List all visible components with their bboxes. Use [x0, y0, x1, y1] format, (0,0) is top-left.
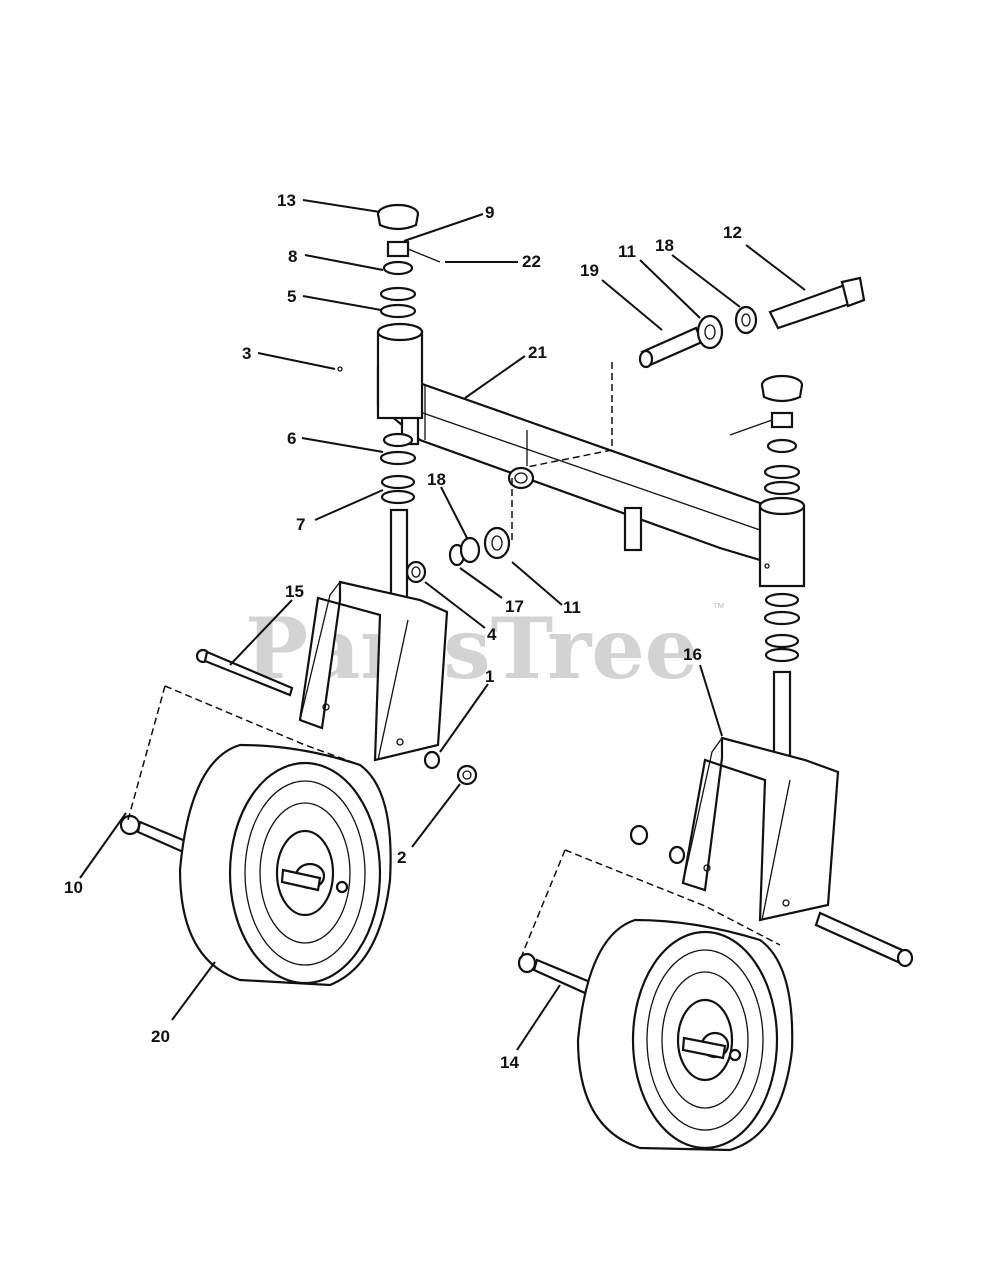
callout-8[interactable]: 8 [288, 247, 297, 266]
callout-13[interactable]: 13 [277, 191, 296, 210]
callout-2[interactable]: 2 [397, 848, 406, 867]
callout-3[interactable]: 3 [242, 344, 251, 363]
right-wheel-axle[interactable] [517, 849, 781, 995]
callout-15[interactable]: 15 [285, 582, 304, 601]
axle-beam[interactable] [376, 366, 762, 562]
right-wheel[interactable] [576, 918, 794, 1152]
left-lower-stack[interactable] [379, 432, 417, 505]
right-spindle-housing[interactable] [758, 496, 806, 588]
callout-12[interactable]: 12 [723, 223, 742, 242]
callout-22[interactable]: 22 [522, 252, 541, 271]
callout-11-left[interactable]: 11 [563, 598, 581, 617]
right-caster-fork[interactable] [681, 670, 840, 922]
left-fork-bolt[interactable] [195, 648, 294, 697]
center-hardware-left[interactable] [405, 526, 511, 584]
callout-16[interactable]: 16 [683, 645, 702, 664]
right-upper-stack[interactable] [729, 374, 804, 496]
callout-10[interactable]: 10 [64, 878, 83, 897]
right-pivot-hardware[interactable] [511, 276, 866, 540]
callout-18-left[interactable]: 18 [427, 470, 446, 489]
callout-9[interactable]: 9 [485, 203, 494, 222]
callout-19[interactable]: 19 [580, 261, 599, 280]
callout-11-right[interactable]: 11 [618, 242, 636, 261]
right-nut-washer[interactable] [629, 824, 686, 865]
callout-21[interactable]: 21 [528, 343, 547, 362]
callout-5[interactable]: 5 [287, 287, 296, 306]
right-lower-stack[interactable] [763, 592, 801, 663]
callout-17[interactable]: 17 [505, 597, 524, 616]
callout-labels: 13 9 22 8 5 3 21 6 7 18 17 11 4 15 1 2 1… [64, 191, 742, 1072]
callout-1[interactable]: 1 [485, 667, 494, 686]
callout-7[interactable]: 7 [296, 515, 305, 534]
leader-lines [79, 199, 806, 1051]
left-spindle-housing[interactable] [337, 322, 424, 420]
callout-6[interactable]: 6 [287, 429, 296, 448]
left-upper-stack[interactable] [376, 203, 441, 319]
callout-20[interactable]: 20 [151, 1027, 170, 1046]
right-fork-bolt[interactable] [814, 911, 914, 968]
callout-18-right[interactable]: 18 [655, 236, 674, 255]
left-caster-fork[interactable] [298, 508, 449, 762]
watermark-trademark: ™ [712, 600, 725, 615]
left-wheel[interactable] [178, 743, 392, 987]
callout-4[interactable]: 4 [487, 625, 497, 644]
callout-14[interactable]: 14 [500, 1053, 519, 1072]
left-nut-washer[interactable] [423, 750, 478, 786]
